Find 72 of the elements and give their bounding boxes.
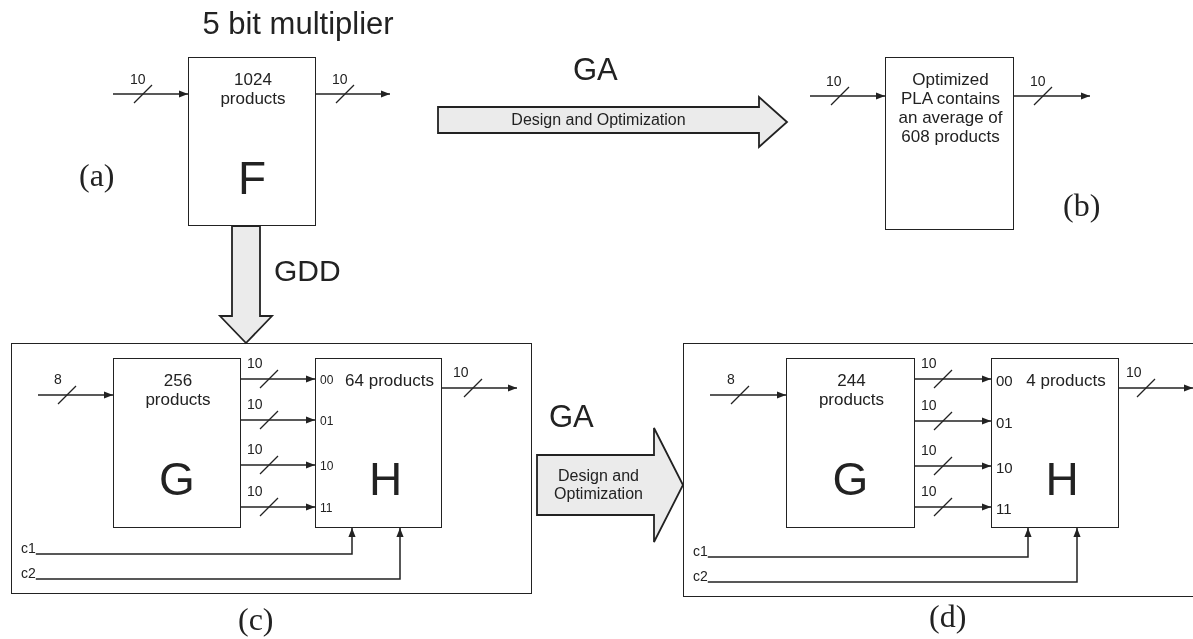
arrow-label: Design and Optimization <box>553 466 644 504</box>
edge-label: 10 <box>331 72 349 87</box>
port-label: 11 <box>320 501 333 516</box>
arrow <box>441 384 518 392</box>
block-arrow <box>217 225 275 345</box>
arrow <box>112 90 189 98</box>
signal-name: c2 <box>21 566 36 581</box>
panel-caption: (b) <box>1063 188 1101 222</box>
block-description: 1024 products <box>219 70 287 108</box>
block-name: G <box>831 455 870 503</box>
edge-label: 10 <box>825 74 843 89</box>
block-description: Optimized PLA contains an average of 608 products <box>897 70 1004 146</box>
arrow <box>240 416 316 424</box>
arrow <box>914 503 992 511</box>
arrow <box>809 92 886 100</box>
arrow <box>707 527 1081 583</box>
arrow <box>709 391 787 399</box>
logic-block <box>113 358 241 528</box>
block-name: F <box>236 154 268 202</box>
port-label: 01 <box>996 415 1013 430</box>
block-description: 244 products <box>817 371 886 409</box>
panel-caption: (d) <box>929 599 967 633</box>
logic-block <box>786 358 915 528</box>
arrow <box>1013 92 1091 100</box>
edge-label: 10 <box>452 365 470 380</box>
arrow <box>707 527 1032 558</box>
edge-label: 10 <box>1125 365 1143 380</box>
arrow <box>914 417 992 425</box>
port-label: 10 <box>996 460 1013 475</box>
arrow <box>1118 384 1193 392</box>
block-description: 4 products <box>1025 371 1107 390</box>
signal-name: c1 <box>693 544 708 559</box>
edge-label: 8 <box>53 372 63 387</box>
port-label: 10 <box>320 459 334 474</box>
arrow-heading: GA <box>549 400 594 434</box>
port-label: 00 <box>996 373 1013 388</box>
signal-name: c1 <box>21 541 36 556</box>
panel-caption: (c) <box>238 602 274 636</box>
arrow <box>35 527 404 580</box>
block-name: G <box>158 455 196 503</box>
arrow <box>914 462 992 470</box>
logic-block <box>991 358 1119 528</box>
edge-label: 10 <box>920 443 938 458</box>
panel-caption: (a) <box>79 158 115 192</box>
arrow-label: Design and Optimization <box>510 110 687 130</box>
arrow <box>240 503 316 511</box>
edge-label: 10 <box>246 356 264 371</box>
edge-label: 10 <box>246 397 264 412</box>
arrow <box>914 375 992 383</box>
port-label: 00 <box>320 373 334 388</box>
edge-label: 10 <box>920 398 938 413</box>
arrow-heading: GA <box>573 53 618 87</box>
edge-label: GDD <box>274 254 341 288</box>
logic-block <box>315 358 442 528</box>
signal-name: c2 <box>693 569 708 584</box>
edge-label: 10 <box>129 72 147 87</box>
arrow <box>35 527 356 555</box>
edge-label: 10 <box>246 484 264 499</box>
arrow <box>240 461 316 469</box>
edge-label: 10 <box>246 442 264 457</box>
edge-label: 10 <box>920 356 938 371</box>
block-description: 64 products <box>344 371 435 390</box>
edge-label: 8 <box>726 372 736 387</box>
arrow <box>315 90 391 98</box>
edge-label: 10 <box>1029 74 1047 89</box>
block-description: 256 products <box>144 371 212 409</box>
arrow <box>37 391 114 399</box>
diagram-title: 5 bit multiplier <box>201 6 395 42</box>
edge-label: 10 <box>920 484 938 499</box>
port-label: 11 <box>996 501 1012 516</box>
arrow <box>240 375 316 383</box>
port-label: 01 <box>320 414 334 429</box>
